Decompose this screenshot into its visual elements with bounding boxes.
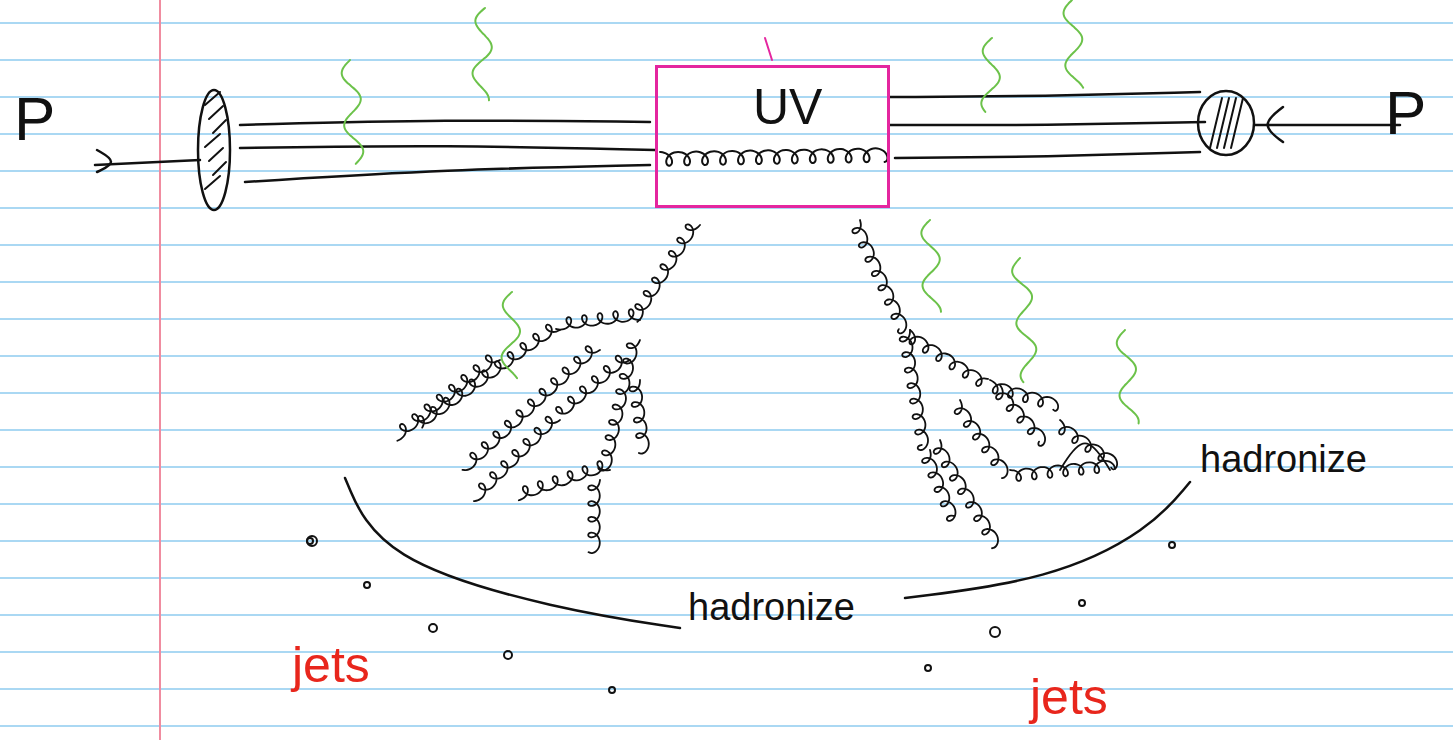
blob-hatch xyxy=(213,120,226,133)
parton-line xyxy=(245,165,650,182)
paper-rule xyxy=(0,503,1453,505)
hadron-dot xyxy=(1169,542,1175,548)
photon-line xyxy=(981,38,1000,112)
beam-arrow xyxy=(1255,124,1400,127)
paper-rule xyxy=(0,244,1453,246)
stage-label: hadronize xyxy=(688,588,855,626)
paper-rule xyxy=(0,96,1453,98)
paper-rule xyxy=(0,540,1453,542)
gluon-line xyxy=(462,346,600,470)
paper-rule xyxy=(0,355,1453,357)
photon-line xyxy=(502,292,520,378)
paper-rule xyxy=(0,392,1453,394)
blob-hatch xyxy=(209,106,223,119)
gluon-line xyxy=(909,330,988,386)
beam-arrow-head xyxy=(97,150,111,172)
hadronize-bracket xyxy=(905,482,1190,598)
blob-hatch xyxy=(1224,98,1236,148)
gluon-line xyxy=(1059,420,1117,469)
gluon-line xyxy=(996,385,1045,446)
photon-line xyxy=(473,8,492,100)
box-label: UV xyxy=(658,82,887,132)
gluon-line xyxy=(922,450,955,521)
parton-line xyxy=(240,146,655,150)
hadron-dot xyxy=(1079,600,1085,606)
beam-label: P xyxy=(1385,82,1426,144)
parton-line xyxy=(895,152,1200,158)
gluon-line xyxy=(588,480,600,553)
blob-hatch xyxy=(1231,98,1243,148)
proton-blob xyxy=(198,90,230,210)
gluon-line xyxy=(418,325,560,428)
paper-rule xyxy=(0,429,1453,431)
hadron-dot xyxy=(429,624,437,632)
gluon-line xyxy=(934,440,998,548)
hadron-dot xyxy=(307,538,313,544)
gluon-line xyxy=(556,309,640,329)
paper-rule xyxy=(0,318,1453,320)
paper-rule xyxy=(0,22,1453,24)
photon-line xyxy=(1064,0,1084,88)
blob-hatch xyxy=(213,162,226,175)
hadron-dot xyxy=(307,536,317,546)
blob-hatch xyxy=(205,134,220,147)
proton-blob xyxy=(1198,91,1254,155)
blob-hatch xyxy=(205,92,220,105)
paper-rule xyxy=(0,577,1453,579)
gluon-line xyxy=(397,355,500,440)
gluon-line xyxy=(629,380,648,454)
hadron-dot xyxy=(990,627,1000,637)
paper-rule xyxy=(0,725,1453,727)
paper-rule xyxy=(0,281,1453,283)
hadron-dot xyxy=(925,665,931,671)
gluon-line xyxy=(635,224,700,321)
parton-line xyxy=(1060,443,1110,470)
paper-rule xyxy=(0,59,1453,61)
stage-label: hadronize xyxy=(1200,440,1367,478)
hadron-dot xyxy=(364,582,370,588)
blob-hatch xyxy=(1210,98,1222,148)
blob-hatch xyxy=(1217,98,1229,148)
parton-line xyxy=(890,122,1205,125)
gluon-line xyxy=(598,340,640,471)
paper-rule xyxy=(0,688,1453,690)
gluon-line xyxy=(1010,461,1115,481)
parton-line xyxy=(890,92,1200,97)
blob-hatch xyxy=(205,176,220,189)
process-box: UV xyxy=(655,65,890,208)
hadron-dot xyxy=(504,651,512,659)
pen-mark xyxy=(765,38,772,60)
gluon-line xyxy=(660,148,887,165)
gluon-line xyxy=(519,461,610,500)
hadronize-bracket xyxy=(345,478,680,628)
paper-rule xyxy=(0,651,1453,653)
blob-hatch xyxy=(209,148,223,161)
jet-label: jets xyxy=(292,640,370,690)
margin-line xyxy=(159,0,161,740)
hadron-dot xyxy=(609,687,615,693)
jet-label: jets xyxy=(1030,672,1108,722)
photon-line xyxy=(1012,258,1036,382)
gluon-line xyxy=(474,417,560,501)
parton-line xyxy=(240,121,650,125)
gluon-line xyxy=(852,220,906,333)
photon-line xyxy=(1117,330,1139,423)
photon-line xyxy=(342,60,364,164)
gluon-line xyxy=(955,400,1008,478)
beam-arrow-head xyxy=(1268,107,1283,142)
beam-label: P xyxy=(14,88,55,150)
photon-line xyxy=(921,220,941,312)
